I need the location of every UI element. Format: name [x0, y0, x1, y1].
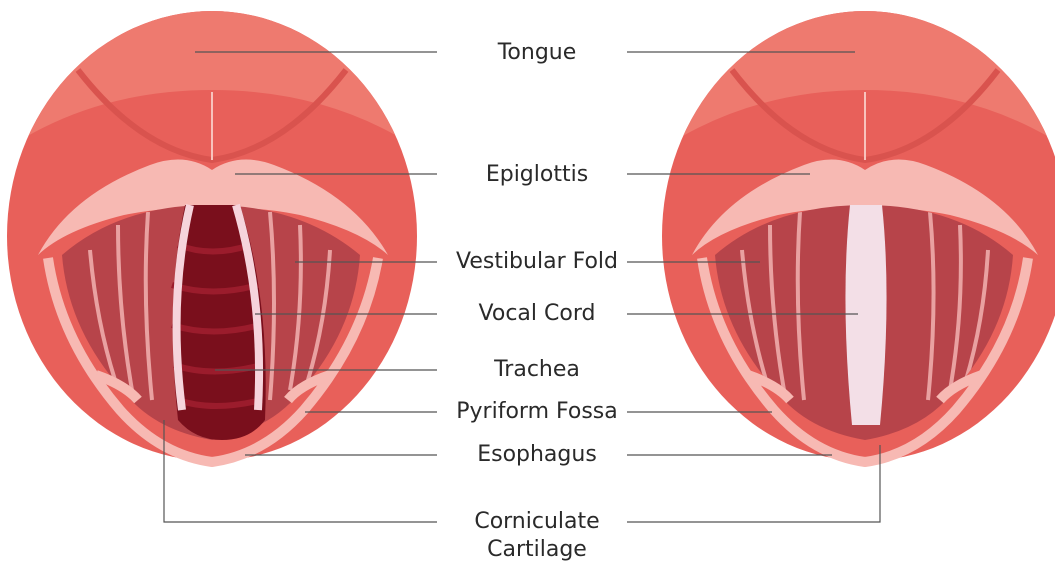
- vocal-cords-closed: [845, 205, 886, 425]
- label-vocal-cord: Vocal Cord: [437, 301, 637, 327]
- label-trachea: Trachea: [437, 357, 637, 383]
- larynx-open-view: [5, 0, 420, 462]
- label-epiglottis: Epiglottis: [437, 162, 637, 188]
- label-cartilage: Cartilage: [437, 537, 637, 563]
- label-vestibular-fold: Vestibular Fold: [437, 249, 637, 275]
- label-pyriform-fossa: Pyriform Fossa: [437, 399, 637, 425]
- label-esophagus: Esophagus: [437, 442, 637, 468]
- larynx-closed-view: [660, 0, 1055, 462]
- label-corniculate: Corniculate: [437, 509, 637, 535]
- label-tongue: Tongue: [437, 40, 637, 66]
